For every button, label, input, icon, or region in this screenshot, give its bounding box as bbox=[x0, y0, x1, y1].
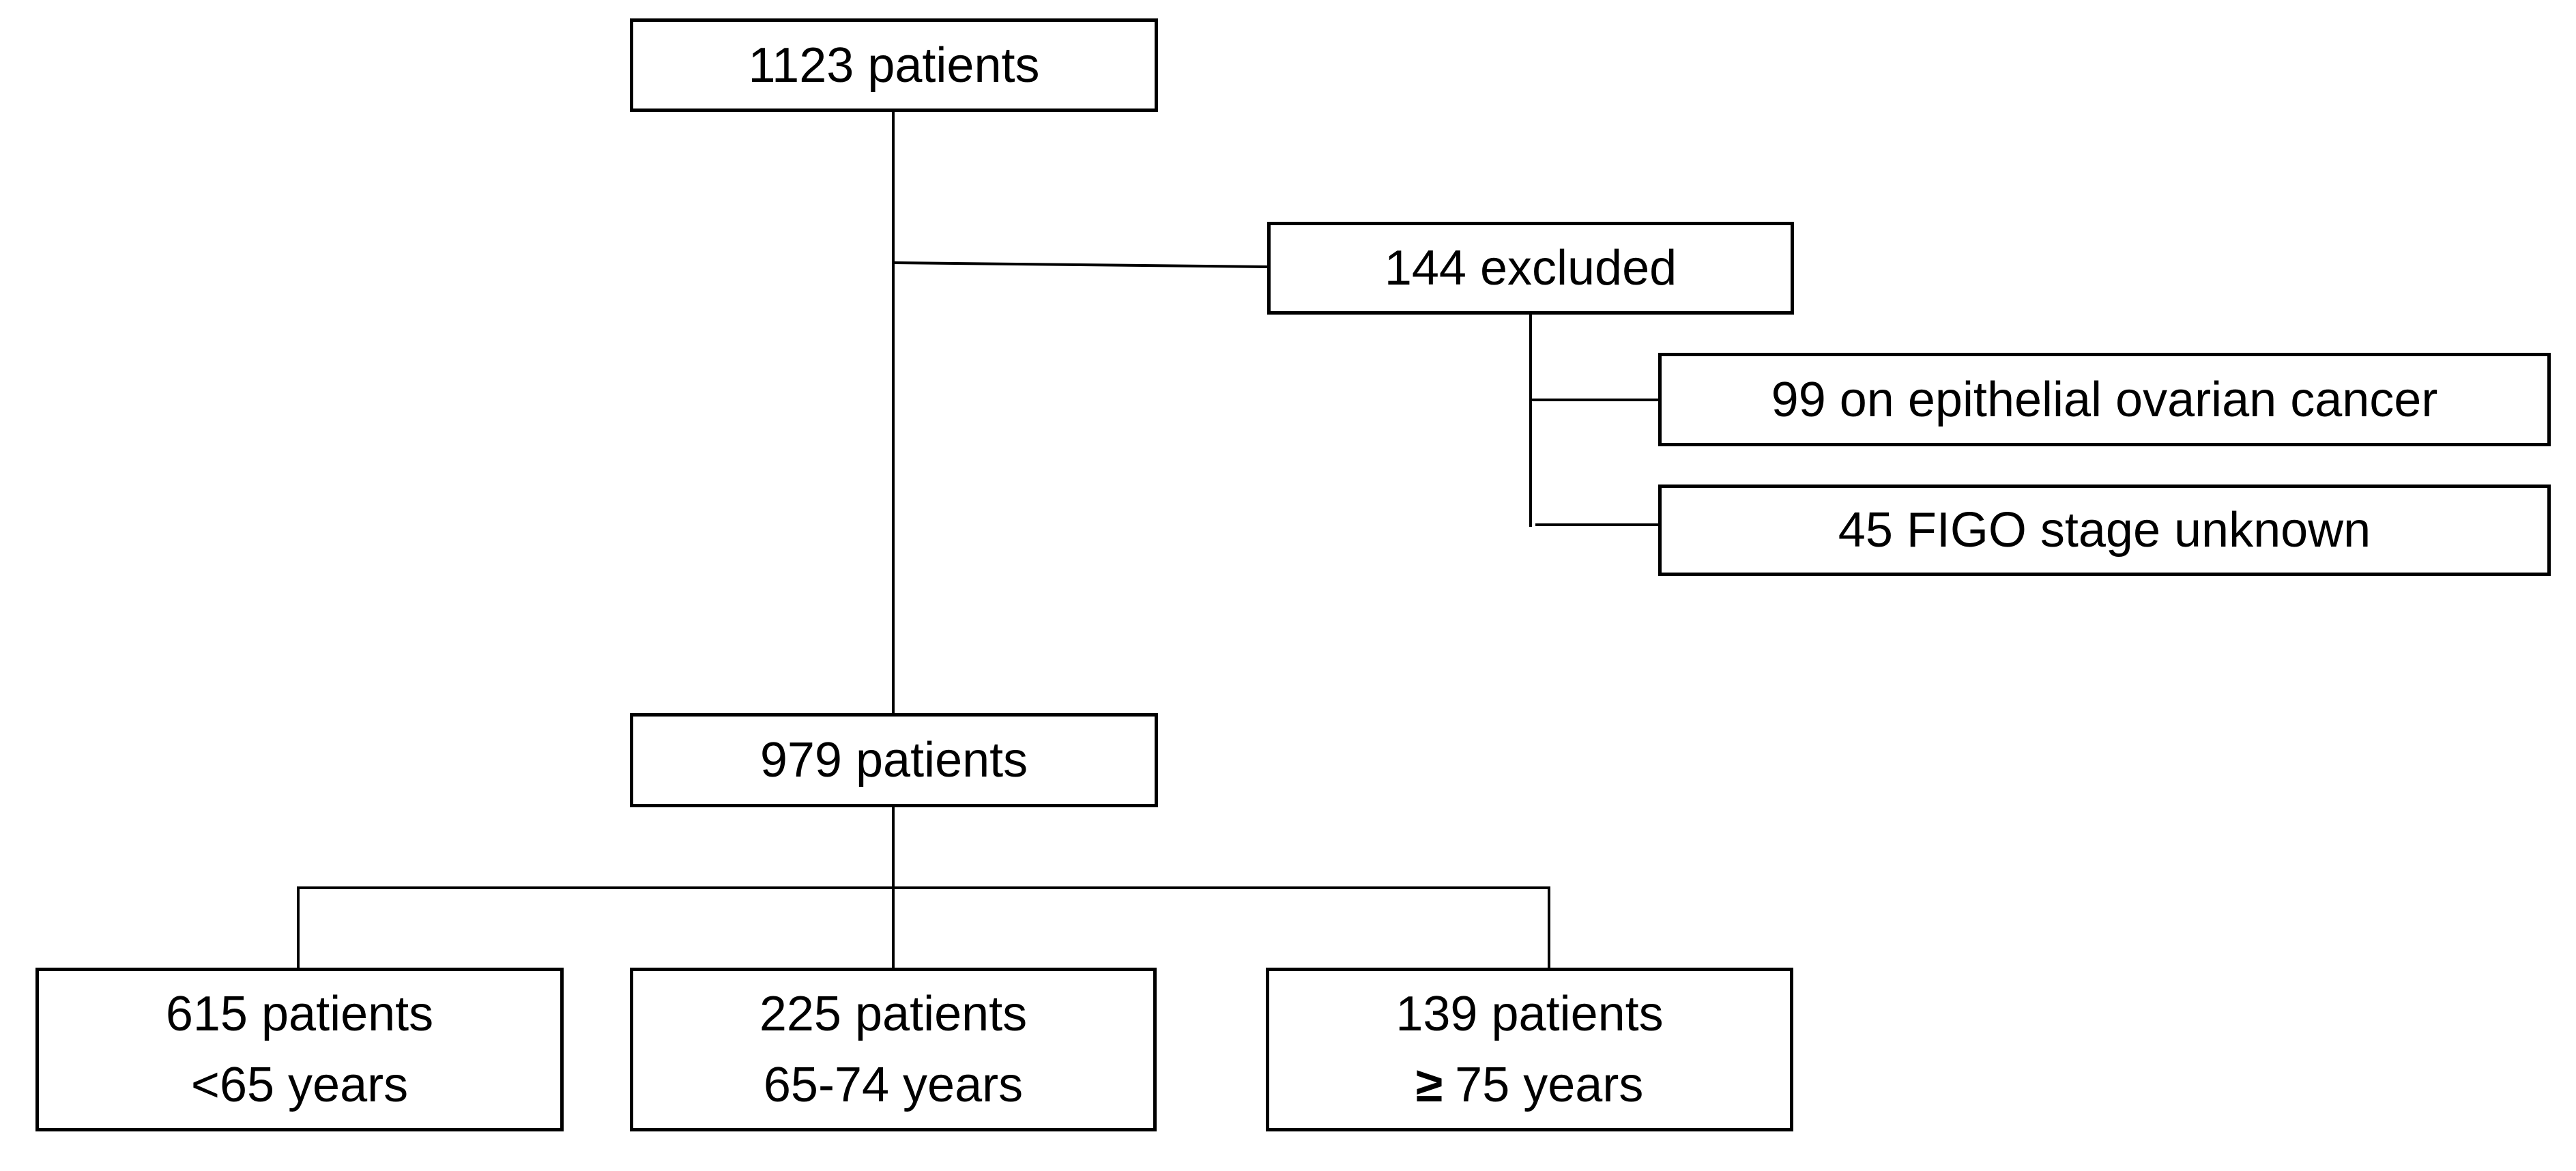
node-age-under-65-range: <65 years bbox=[190, 1058, 409, 1112]
connector-branch-excluded bbox=[893, 261, 1268, 268]
node-exclusion-reason-epithelial-label: 99 on epithelial ovarian cancer bbox=[1771, 372, 2438, 427]
node-age-75-plus: 139 patients ≥75 years bbox=[1266, 968, 1793, 1131]
node-age-75-plus-range: ≥75 years bbox=[1416, 1050, 1644, 1121]
node-excluded: 144 excluded bbox=[1267, 222, 1794, 315]
node-exclusion-reason-figo-label: 45 FIGO stage unknown bbox=[1838, 503, 2371, 558]
node-exclusion-reason-epithelial: 99 on epithelial ovarian cancer bbox=[1658, 353, 2551, 446]
node-included-patients: 979 patients bbox=[630, 713, 1158, 807]
node-age-65-74: 225 patients 65-74 years bbox=[630, 968, 1157, 1131]
node-age-75-plus-count: 139 patients bbox=[1395, 987, 1664, 1041]
node-included-label: 979 patients bbox=[759, 733, 1028, 787]
node-total-patients: 1123 patients bbox=[630, 18, 1158, 112]
node-exclusion-reason-figo: 45 FIGO stage unknown bbox=[1658, 485, 2551, 576]
node-age-65-74-count: 225 patients bbox=[759, 987, 1028, 1041]
node-age-65-74-range: 65-74 years bbox=[763, 1058, 1024, 1112]
node-age-under-65-count: 615 patients bbox=[165, 987, 434, 1041]
greater-equal-symbol: ≥ bbox=[1415, 1058, 1443, 1112]
node-age-under-65: 615 patients <65 years bbox=[35, 968, 564, 1131]
node-age-75-plus-range-text: 75 years bbox=[1455, 1058, 1644, 1112]
node-excluded-label: 144 excluded bbox=[1384, 241, 1677, 295]
node-total-label: 1123 patients bbox=[748, 38, 1040, 93]
